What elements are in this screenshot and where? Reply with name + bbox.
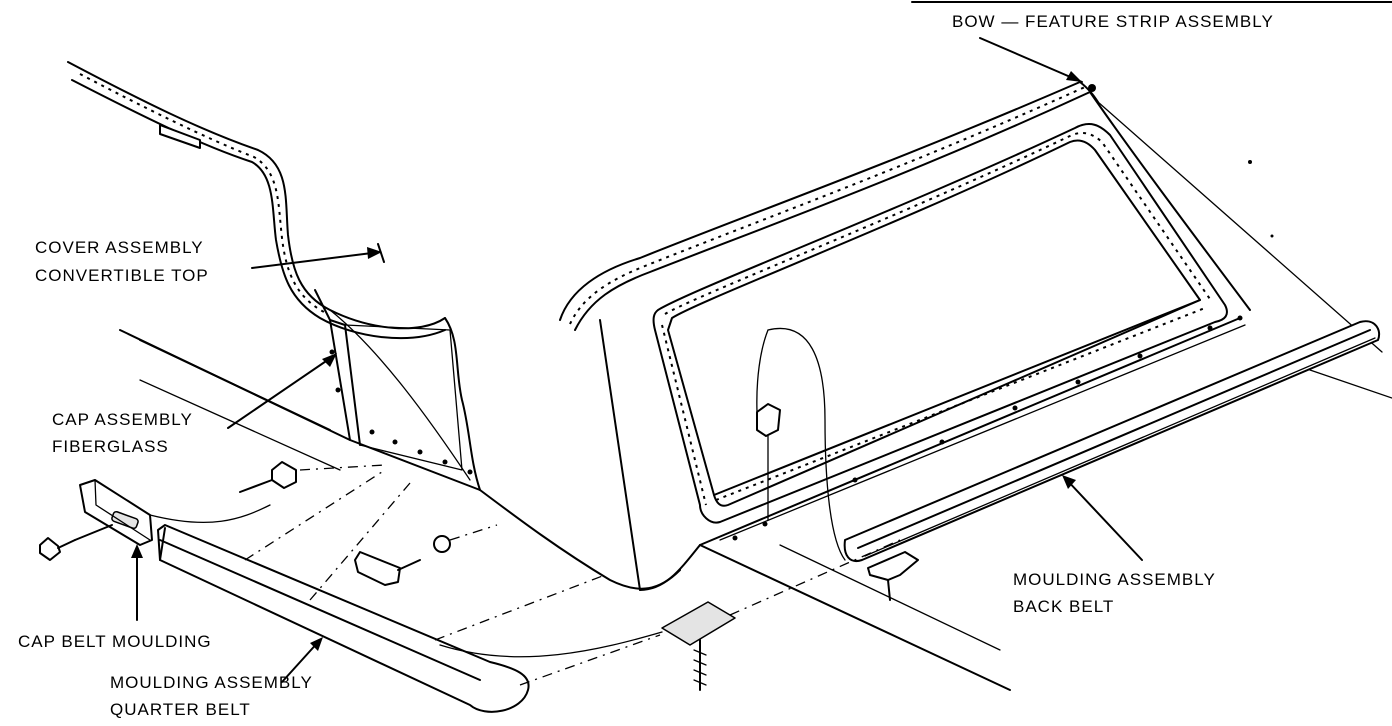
fiberglass-cap-side xyxy=(119,289,681,590)
label-moulding-assembly-quarter: MOULDING ASSEMBLY xyxy=(110,673,313,692)
label-bow-feature-strip: BOW — FEATURE STRIP ASSEMBLY xyxy=(952,12,1274,31)
quarter-belt-moulding-part xyxy=(157,524,530,713)
label-cover-assembly: COVER ASSEMBLY xyxy=(35,238,204,257)
back-belt-moulding-part xyxy=(843,320,1380,562)
fasteners xyxy=(39,403,919,691)
label-moulding-assembly-back: MOULDING ASSEMBLY xyxy=(1013,570,1216,589)
label-convertible-top: CONVERTIBLE TOP xyxy=(35,266,209,285)
cap-belt-moulding-part xyxy=(79,479,153,546)
label-quarter-belt: QUARTER BELT xyxy=(110,700,251,719)
rear-cap-window-panel xyxy=(559,81,1392,691)
label-cap-assembly: CAP ASSEMBLY xyxy=(52,410,193,429)
label-fiberglass: FIBERGLASS xyxy=(52,437,169,456)
label-cap-belt-moulding: CAP BELT MOULDING xyxy=(18,632,212,651)
label-back-belt: BACK BELT xyxy=(1013,597,1115,616)
convertible-top-cover xyxy=(67,61,481,491)
assembly-dash-lines xyxy=(149,327,901,686)
leader-arrows xyxy=(131,37,1143,683)
